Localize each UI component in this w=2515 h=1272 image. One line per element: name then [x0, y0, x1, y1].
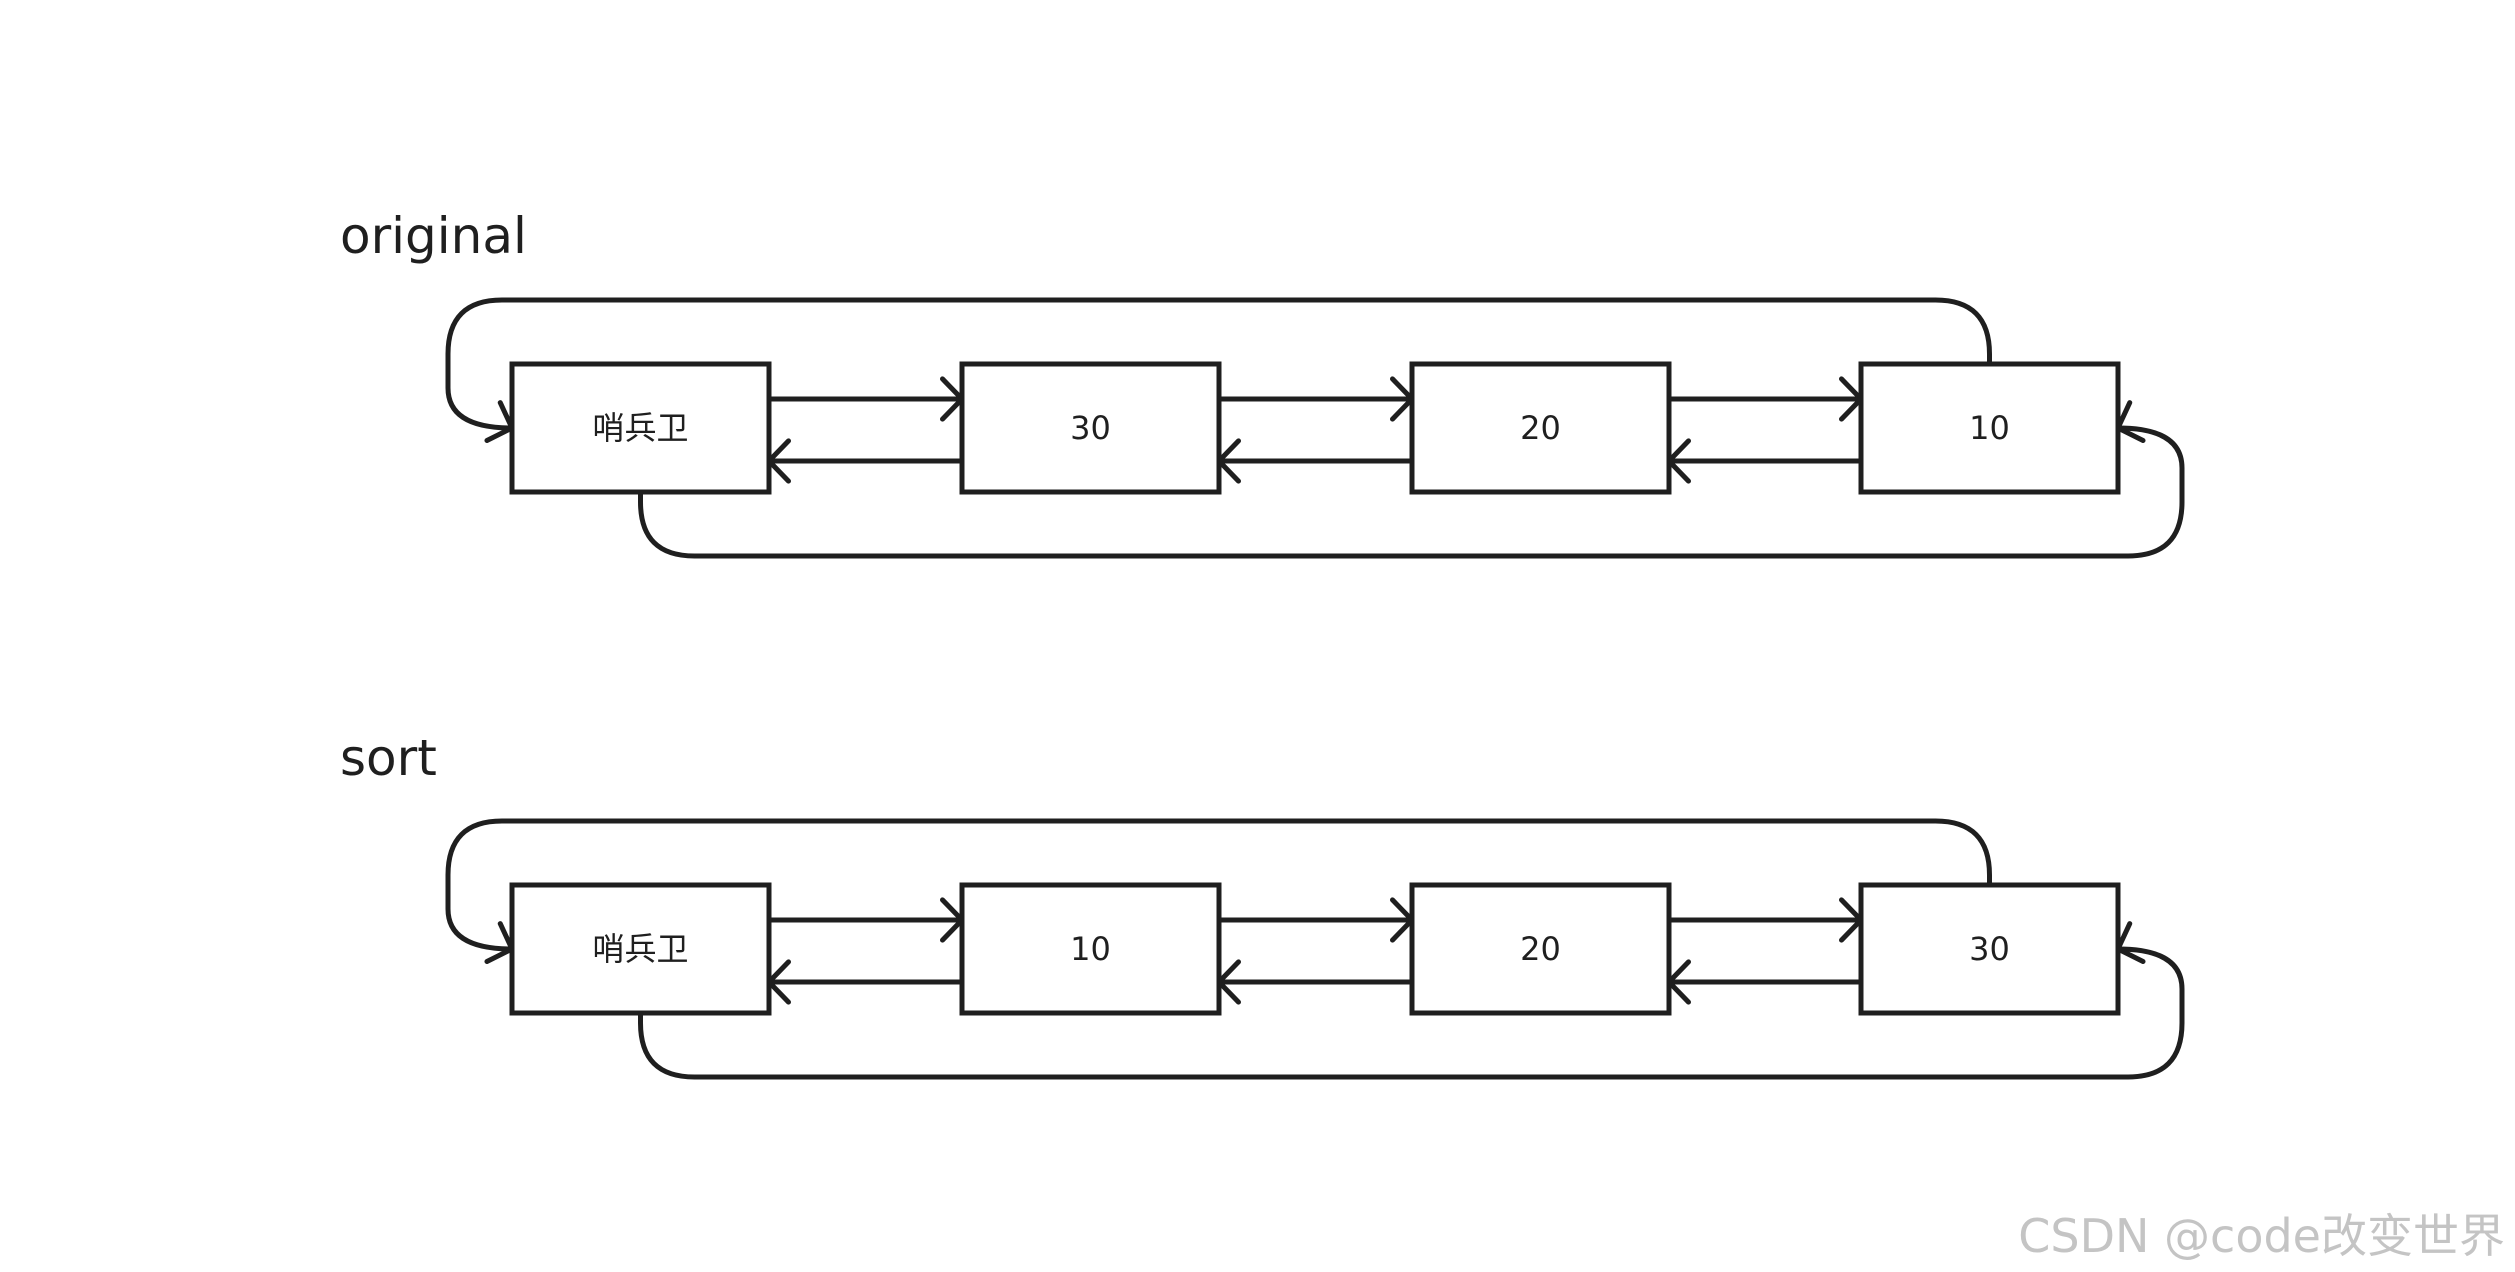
- node-box: [1409, 361, 1672, 495]
- node-box: [1858, 361, 2121, 495]
- list-node: 10: [959, 882, 1222, 1016]
- node-box: [1858, 882, 2121, 1016]
- sentinel-node: 哨兵卫: [509, 882, 772, 1016]
- sentinel-node: 哨兵卫: [509, 361, 772, 495]
- watermark: CSDN @code改变世界: [2018, 1209, 2505, 1263]
- list-node: 30: [959, 361, 1222, 495]
- node-label: 哨兵卫: [592, 930, 688, 968]
- node-label: 10: [1070, 930, 1111, 968]
- wrap-next-link: [638, 946, 2185, 1080]
- node-label: 20: [1520, 409, 1561, 447]
- section-0: original 哨兵卫 30 20 10: [340, 207, 2185, 559]
- node-label: 10: [1969, 409, 2010, 447]
- section-title: original: [340, 207, 527, 265]
- list-node: 20: [1409, 882, 1672, 1016]
- node-box: [509, 361, 772, 495]
- node-box: [509, 882, 772, 1016]
- wrap-next-link: [638, 425, 2185, 559]
- wrap-prev-arrowhead: [484, 400, 515, 444]
- node-label: 30: [1969, 930, 2010, 968]
- node-box: [1409, 882, 1672, 1016]
- node-box: [959, 361, 1222, 495]
- list-node: 30: [1858, 882, 2121, 1016]
- node-label: 30: [1070, 409, 1111, 447]
- wrap-next-arrowhead: [2115, 921, 2146, 965]
- node-box: [959, 882, 1222, 1016]
- wrap-prev-arrowhead: [484, 921, 515, 965]
- section-1: sort 哨兵卫 10 20 30: [340, 729, 2185, 1080]
- list-node: 10: [1858, 361, 2121, 495]
- wrap-next-arrowhead: [2115, 400, 2146, 444]
- node-label: 20: [1520, 930, 1561, 968]
- wrap-prev-link: [445, 297, 1992, 431]
- list-node: 20: [1409, 361, 1672, 495]
- section-title: sort: [340, 729, 437, 787]
- node-label: 哨兵卫: [592, 409, 688, 447]
- wrap-prev-link: [445, 818, 1992, 952]
